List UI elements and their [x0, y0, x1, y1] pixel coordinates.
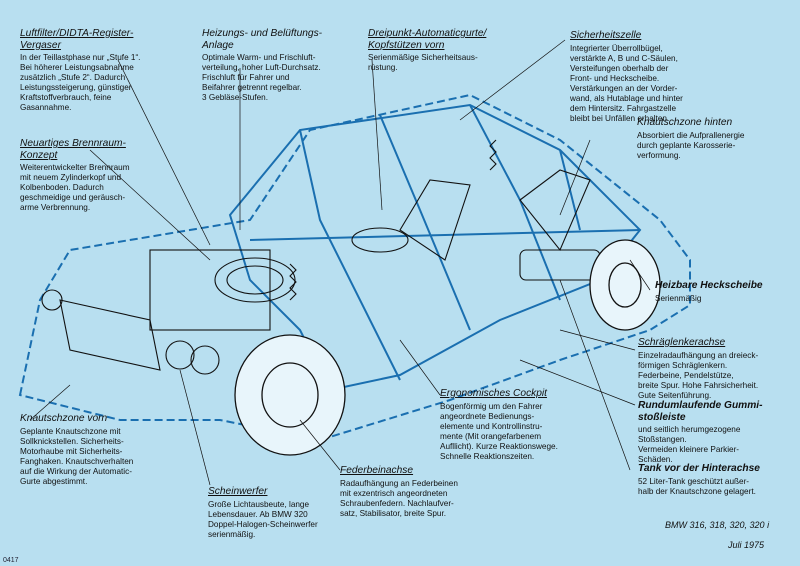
note-title: Knautschzone hinten	[637, 117, 733, 128]
note-body: Einzelradaufhängung an dreieck- förmigen…	[638, 350, 759, 400]
note-title: Federbeinachse	[340, 465, 414, 476]
seat-rear	[519, 169, 591, 252]
note-body: Radaufhängung an Federbeinen mit exzentr…	[340, 478, 458, 518]
note-body: Absorbiert die Aufprallenergie durch gep…	[637, 130, 745, 160]
front-strut	[289, 263, 297, 301]
note-title: Heizbare Heckscheibe	[655, 280, 763, 291]
note-knautsch-vorn: Knautschzone vorn Geplante Knautschzone …	[20, 413, 170, 487]
engine-block	[149, 249, 271, 331]
note-title: Rundumlaufende Gummi- stoßleiste	[638, 400, 763, 423]
image-code: 0417	[3, 557, 19, 564]
rear-wheel	[589, 239, 661, 331]
note-title: Ergonomisches Cockpit	[440, 388, 548, 399]
note-title: Luftfilter/DIDTA-Register- Vergaser	[20, 28, 134, 51]
note-title: Schräglenkerachse	[638, 337, 726, 348]
air-filter	[214, 257, 296, 303]
note-title: Scheinwerfer	[208, 486, 268, 497]
note-knautsch-hinten: Knautschzone hinten Absorbiert die Aufpr…	[637, 117, 777, 161]
note-title: Sicherheitszelle	[570, 30, 642, 41]
note-heckscheibe: Heizbare Heckscheibe Serienmäßig	[655, 280, 785, 304]
note-title: Knautschzone vorn	[20, 413, 108, 424]
note-schraeglenker: Schräglenkerachse Einzelradaufhängung an…	[638, 337, 788, 401]
note-body: Serienmäßige Sicherheitsaus- rüstung.	[368, 53, 478, 73]
rear-strut	[489, 139, 497, 171]
steering-wheel	[351, 227, 409, 253]
note-body: In der Teillastphase nur „Stufe 1“. Bei …	[20, 53, 141, 113]
front-wheel	[234, 334, 346, 456]
footer-date: Juli 1975	[728, 540, 765, 550]
note-body: und seitlich herumgezogene Stoßstangen. …	[638, 425, 741, 465]
fuel-tank	[519, 249, 601, 281]
note-federbein: Federbeinachse Radaufhängung an Federbei…	[340, 465, 500, 519]
note-body: Integrierter Überrollbügel, verstärkte A…	[570, 43, 683, 123]
note-body: Große Lichtausbeute, lange Lebensdauer. …	[208, 499, 318, 539]
seat-front	[399, 179, 471, 261]
note-body: Bogenförmig um den Fahrer angeordnete Be…	[440, 401, 558, 461]
note-title: Neuartiges Brennraum- Konzept	[20, 138, 126, 161]
footer-models: BMW 316, 318, 320, 320 i	[665, 520, 770, 530]
note-brennraum: Neuartiges Brennraum- Konzept Weiterentw…	[20, 138, 160, 213]
note-body: 52 Liter-Tank geschützt außer- halb der …	[638, 476, 756, 496]
note-title: Tank vor der Hinterachse	[638, 463, 760, 474]
note-heizung: Heizungs- und Belüftungs- Anlage Optimal…	[202, 28, 342, 103]
front-grille	[59, 299, 161, 371]
note-body: Geplante Knautschzone mit Sollknickstell…	[20, 426, 134, 486]
note-luftfilter: Luftfilter/DIDTA-Register- Vergaser In d…	[20, 28, 170, 113]
note-sicherheitszelle: Sicherheitszelle Integrierter Überrollbü…	[570, 30, 720, 124]
note-dreipunkt: Dreipunkt-Automaticgurte/ Kopfstützen vo…	[368, 28, 518, 73]
note-gummileiste: Rundumlaufende Gummi- stoßleiste und sei…	[638, 400, 788, 465]
headlight-left	[165, 340, 195, 370]
note-title: Heizungs- und Belüftungs- Anlage	[202, 28, 323, 51]
note-body: Weiterentwickelter Brennraum mit neuem Z…	[20, 163, 130, 213]
safety-cell	[228, 103, 642, 392]
note-body: Optimale Warm- und Frischluft- verteilun…	[202, 53, 321, 103]
note-title: Dreipunkt-Automaticgurte/ Kopfstützen vo…	[368, 28, 487, 51]
note-cockpit: Ergonomisches Cockpit Bogenförmig um den…	[440, 388, 590, 462]
note-body: Serienmäßig	[655, 293, 702, 303]
note-scheinwerfer: Scheinwerfer Große Lichtausbeute, lange …	[208, 486, 368, 540]
note-tank: Tank vor der Hinterachse 52 Liter-Tank g…	[638, 463, 788, 497]
